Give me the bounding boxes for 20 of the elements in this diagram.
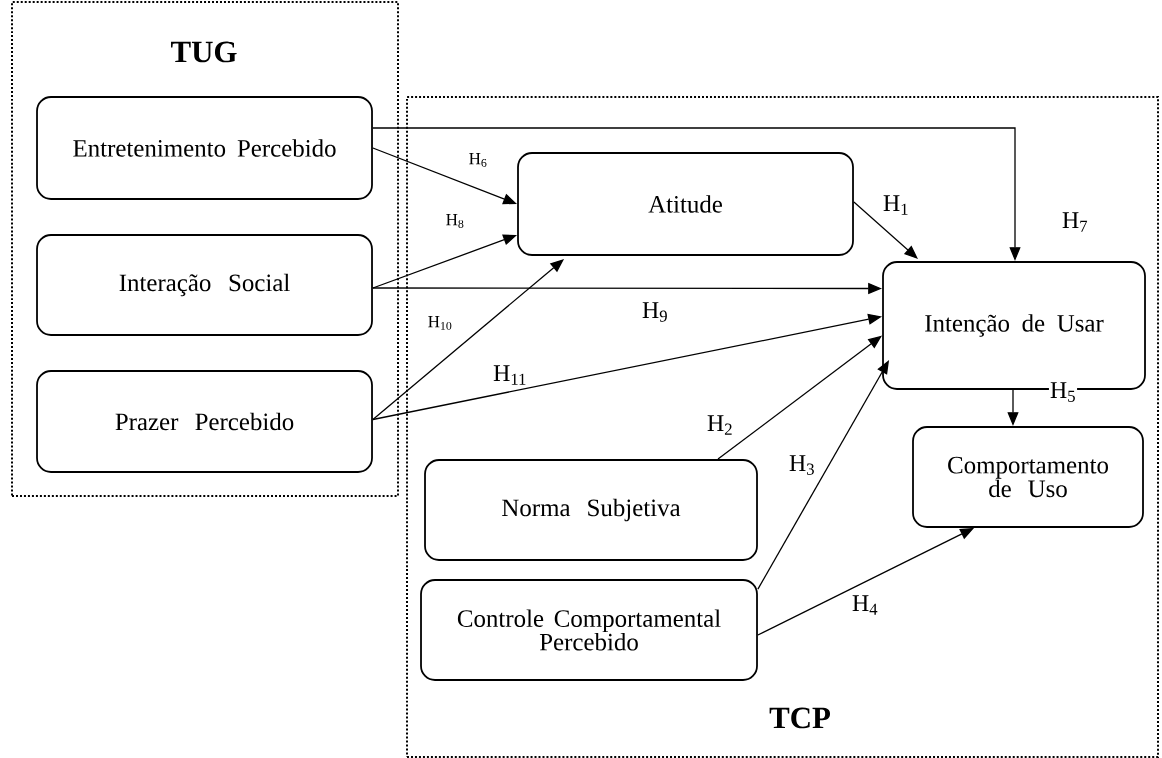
edge-label: H$_{2}$ <box>705 414 735 436</box>
group-title: TUG <box>171 41 237 63</box>
edge-label: H$_{3}$ <box>787 454 817 476</box>
construct-box: Entretenimento Percebido <box>36 96 373 200</box>
edge-label: H$_{9}$ <box>640 301 670 323</box>
group-title: TCP <box>769 707 830 729</box>
construct-box: Norma Subjetiva <box>424 459 758 561</box>
edge-label: H$_{6}$ <box>467 152 489 168</box>
construct-box: Controle Comportamental Percebido <box>420 579 758 681</box>
edge-label: H$_{10}$ <box>426 315 454 331</box>
construct-box: Comportamento de Uso <box>912 426 1144 528</box>
edge-label: H$_{5}$ <box>1048 381 1078 403</box>
construct-box: Interação Social <box>36 234 373 336</box>
edge-label: H$_{11}$ <box>492 364 528 386</box>
edge-label: H$_{1}$ <box>881 194 911 216</box>
edge-label: H$_{8}$ <box>444 213 466 229</box>
construct-box: Atitude <box>517 152 854 256</box>
edge-label: H$_{7}$ <box>1060 211 1090 233</box>
construct-box: Prazer Percebido <box>36 370 373 473</box>
edge-label: H$_{4}$ <box>850 594 880 616</box>
